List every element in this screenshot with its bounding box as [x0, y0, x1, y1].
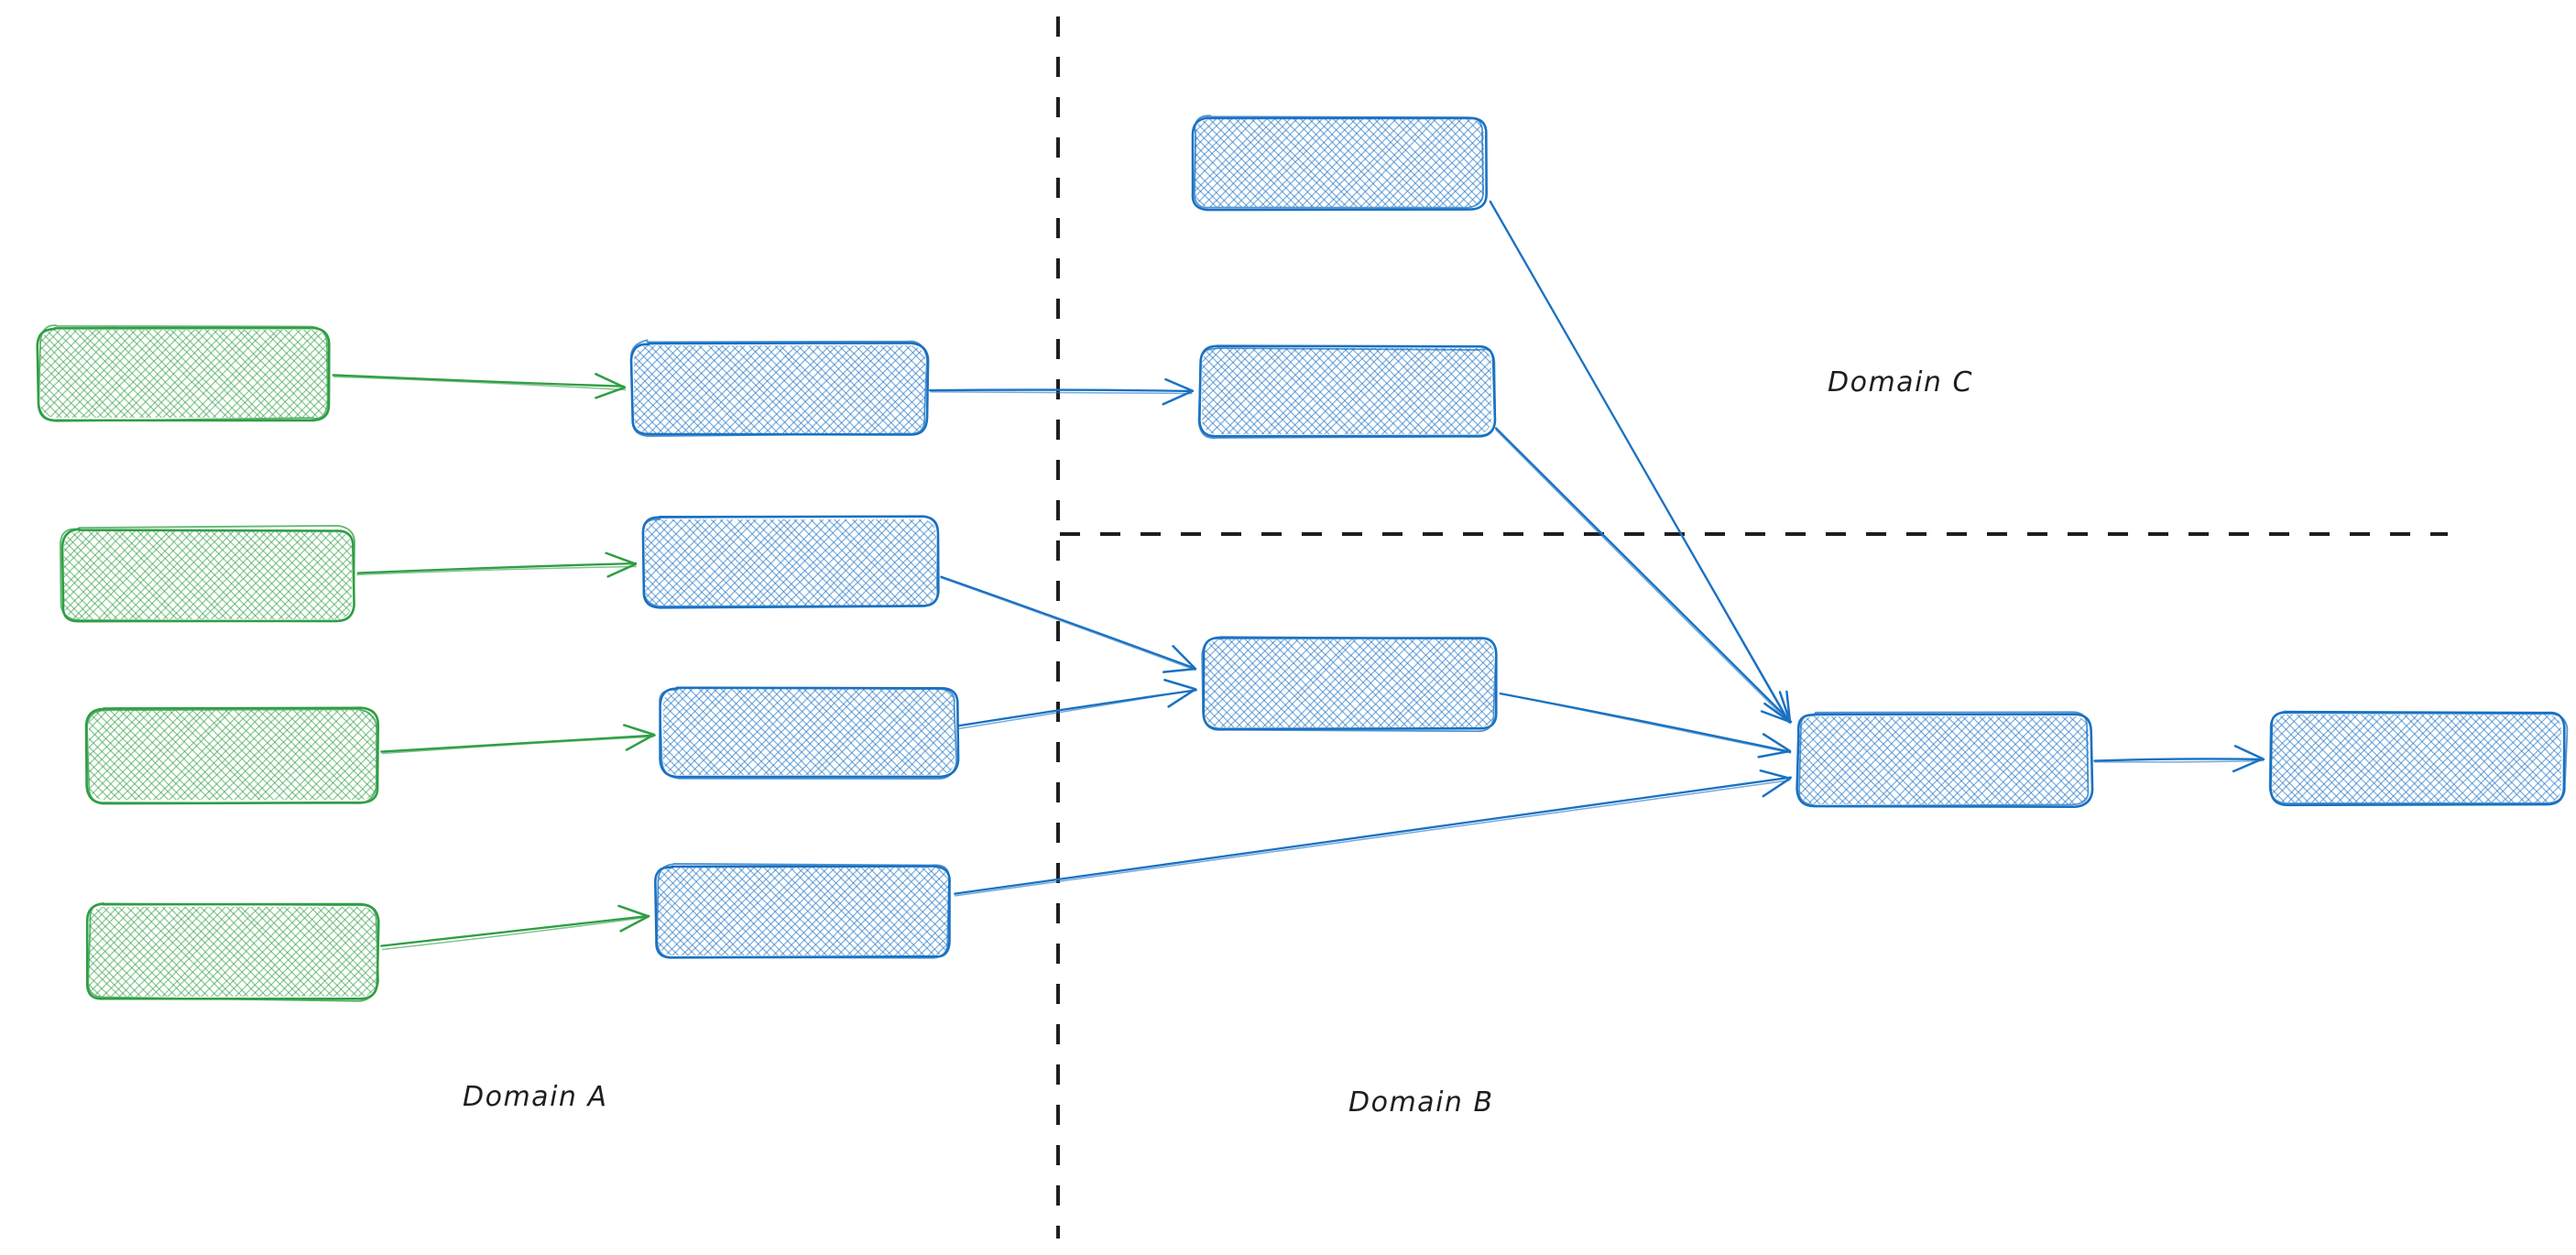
node-a4[interactable]: [0, 902, 556, 1002]
edge-b1-to-c2: [928, 377, 1195, 406]
node-b4[interactable]: [563, 863, 1125, 959]
edge-b3-to-c3: [958, 679, 1197, 729]
node-c1[interactable]: [1100, 115, 1663, 212]
edge-a1-to-b1: [332, 373, 627, 399]
edge-b4-to-hub: [954, 769, 1792, 897]
domain-a-label: Domain A: [463, 1081, 608, 1113]
edge-c1-to-hub: [1489, 200, 1792, 724]
domain-c-label: Domain C: [1828, 366, 1973, 398]
edge-b2-to-c3: [940, 575, 1197, 673]
node-hub[interactable]: [1705, 711, 2267, 809]
edge-c2-to-hub: [1494, 427, 1793, 725]
node-b3[interactable]: [571, 686, 1132, 780]
edge-hub-to-out: [2093, 745, 2265, 773]
edge-a2-to-b2: [355, 551, 638, 578]
node-a1[interactable]: [0, 324, 509, 422]
node-a3[interactable]: [0, 706, 557, 805]
node-out[interactable]: [2178, 710, 2576, 807]
node-c3[interactable]: [1110, 636, 1673, 733]
edge-a3-to-b3: [380, 724, 656, 755]
domain-b-label: Domain B: [1348, 1086, 1494, 1119]
edge-a4-to-b4: [379, 904, 650, 951]
node-b1[interactable]: [540, 339, 1103, 437]
node-c2[interactable]: [1109, 344, 1671, 439]
node-b2[interactable]: [553, 515, 1113, 609]
edge-c3-to-hub: [1499, 692, 1792, 758]
node-a2[interactable]: [0, 524, 533, 623]
